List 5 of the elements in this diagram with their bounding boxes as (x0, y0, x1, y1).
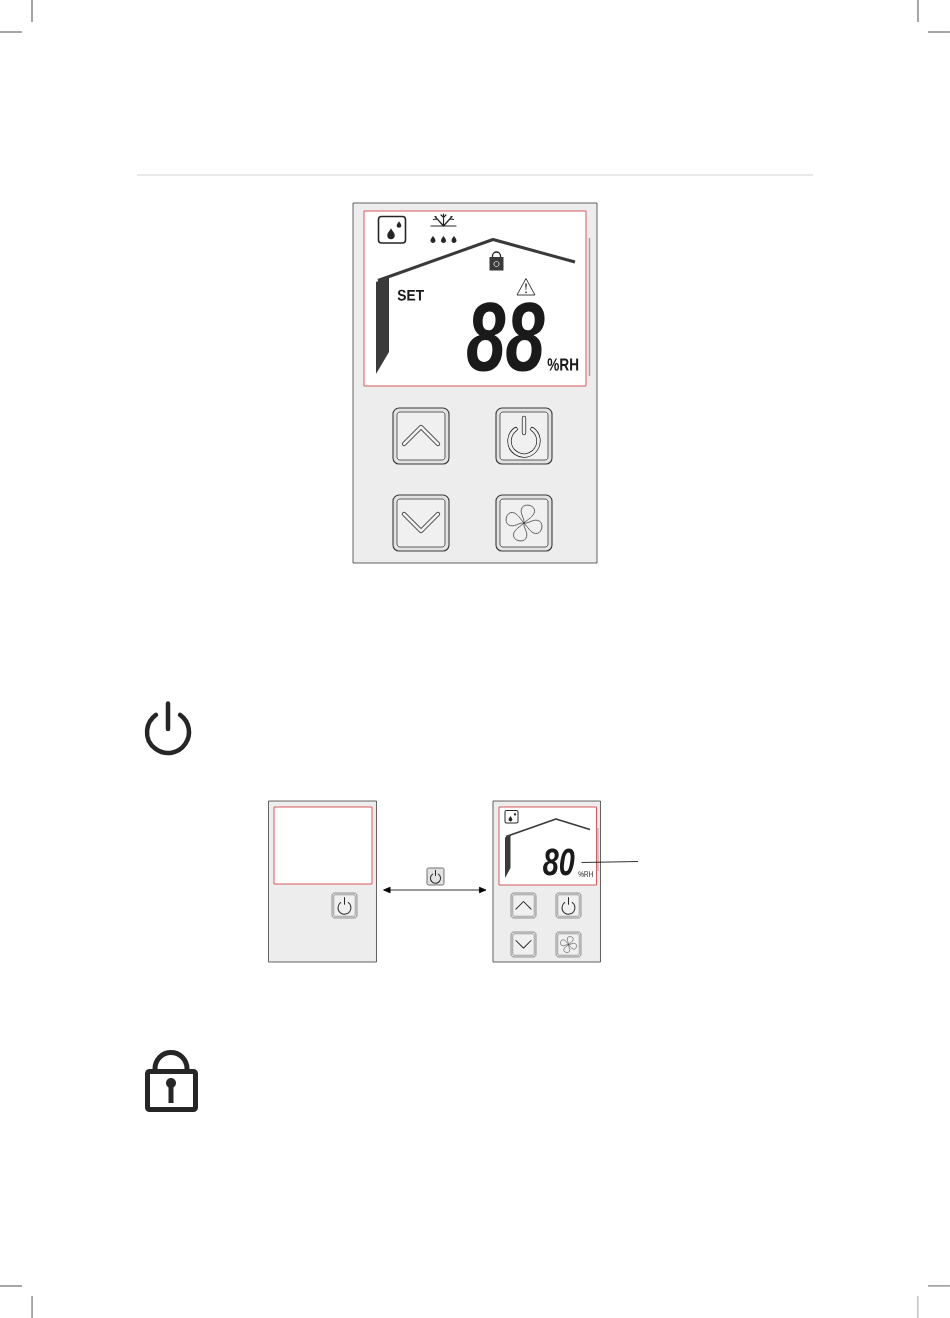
lcd-screen (273, 806, 373, 885)
unit-label: %RH (578, 871, 593, 878)
leader-line (581, 861, 639, 863)
humidity-readout: 80 (543, 848, 575, 876)
double-arrow (383, 886, 487, 894)
